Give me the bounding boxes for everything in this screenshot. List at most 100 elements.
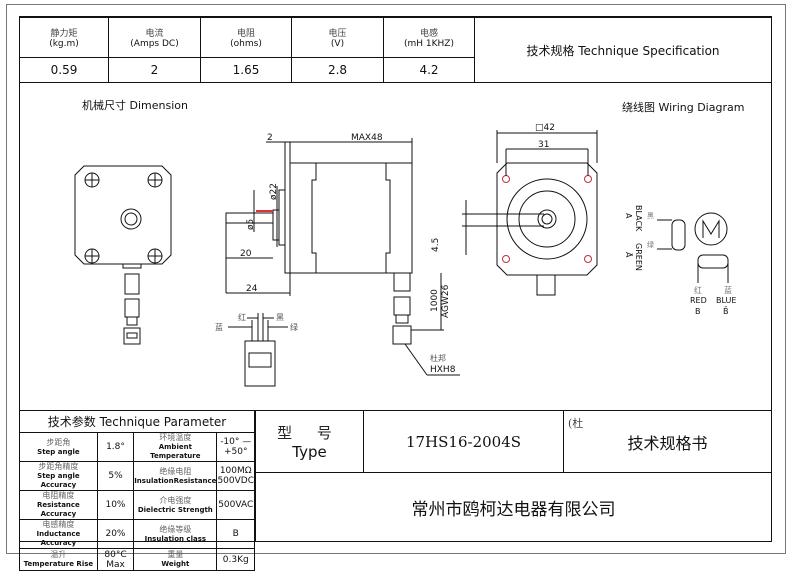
param-cn: 重量 (167, 550, 184, 559)
spec-value: 2.8 (291, 57, 384, 83)
spec-col-en: (mH 1KHZ) (404, 39, 454, 49)
param-cn: 绝缘电阻 (159, 466, 192, 476)
param-cn: 温升 (50, 550, 67, 559)
spec-col-en: (ohms) (230, 39, 262, 49)
wire-red-sym: B (695, 307, 701, 316)
wire-red-en: RED (690, 296, 707, 305)
dim-cable-gauge: AGW26 (441, 284, 451, 318)
wire-green-sym: Ā (624, 252, 634, 258)
param-value: B (216, 519, 255, 549)
doc-title: 技术规格书 (627, 433, 708, 453)
spec-col-cn: 电压 (328, 29, 347, 39)
dim-shaft-dia: ø5 (246, 219, 256, 230)
wiring-diagram (657, 212, 729, 283)
spec-value: 4.2 (383, 57, 475, 83)
drawing-canvas: MAX48 2 20 24 □42 31 4.5 1000 AGW26 ø5 ø… (74, 123, 736, 387)
wire-blue-label: 蓝 (215, 322, 223, 332)
spec-col-cn: 电感 (419, 29, 438, 39)
param-value: -10° — +50° (216, 432, 255, 462)
spec-value: 0.59 (19, 57, 109, 83)
param-en: Resistance Accuracy (36, 501, 80, 518)
outer-frame (6, 4, 786, 554)
front-view (74, 165, 172, 345)
param-cn: 步距角精度 (38, 462, 79, 471)
wire-black-sym: A (624, 213, 633, 219)
dim-shaft-len: 20 (240, 249, 252, 259)
wiring-title: 绕线图 Wiring Diagram (622, 101, 745, 114)
spec-col-en: (kg.m) (49, 39, 79, 49)
wire-blue-sym: B̄ (723, 306, 729, 316)
dim-max48: MAX48 (351, 133, 383, 143)
spec-col-current: 电流 (Amps DC) (108, 17, 201, 58)
param-value: 100MΩ 500VDC (216, 461, 255, 491)
param-en: Temperature Rise (23, 560, 94, 568)
connector-label: HXH8 (430, 365, 456, 375)
wire-red-label: 红 (238, 312, 246, 322)
title-block: 型 号 Type 17HS16-2004S (杜 技术规格书 常州市鸥柯达电器有… (255, 410, 772, 542)
param-cn: 电感精度 (42, 520, 75, 529)
spec-col-torque: 静力矩 (kg.m) (19, 17, 109, 58)
inner-frame (19, 16, 772, 542)
param-en: Dielectric Strength (137, 505, 213, 514)
dim-square: □42 (535, 123, 555, 133)
param-cn: 绝缘等级 (159, 524, 192, 534)
wire-black-en: BLACK (634, 205, 643, 232)
wire-black-cn: 黑 (647, 212, 654, 220)
parameter-title: 技术参数 Technique Parameter (19, 410, 255, 433)
wire-blue-en: BLUE (716, 296, 736, 305)
rear-view (462, 130, 598, 296)
spec-col-cn: 静力矩 (50, 29, 78, 39)
wire-blue-cn: 蓝 (724, 285, 732, 295)
spec-value: 2 (108, 57, 201, 83)
spec-col-cn: 电流 (145, 29, 164, 39)
connector-view (228, 313, 288, 387)
spec-title: 技术规格 Technique Specification (474, 17, 772, 83)
side-view (225, 138, 460, 376)
param-en: Step angle Accuracy (37, 472, 80, 489)
spec-col-cn: 电阻 (236, 29, 255, 39)
param-en: Ambient Temperature (150, 443, 201, 460)
param-en: Weight (161, 560, 190, 568)
param-cn: 介电强度 (159, 495, 192, 505)
spec-col-en: (Amps DC) (130, 39, 179, 49)
dim-boss-dia: ø22 (269, 183, 279, 200)
spec-col-inductance: 电感 (mH 1KHZ) (383, 17, 475, 58)
type-label-cell: 型 号 Type (255, 410, 364, 473)
wire-red-cn: 红 (694, 285, 702, 295)
spec-col-en: (V) (330, 39, 345, 49)
param-cn: 步距角 (46, 437, 71, 447)
wire-green-en: GREEN (634, 243, 643, 271)
param-value: 0.3Kg (216, 548, 255, 571)
param-value: 20% (96, 519, 135, 549)
type-en: Type (292, 443, 327, 461)
company-name: 常州市鸥柯达电器有限公司 (255, 472, 772, 542)
dimension-title: 机械尺寸 Dimension (82, 99, 188, 112)
spec-header-table: 静力矩 (kg.m) 电流 (Amps DC) 电阻 (ohms) 电压 (V)… (19, 17, 772, 83)
param-en: InsulationResistance (134, 476, 217, 485)
param-value: 5% (96, 461, 135, 491)
wire-green-label: 绿 (290, 323, 298, 332)
param-value: 80°C Max (96, 548, 135, 571)
param-value: 10% (96, 490, 135, 520)
param-cn: 环境温度 (159, 433, 192, 442)
dim-flange: 2 (267, 133, 273, 143)
dim-hole-pitch: 31 (538, 140, 549, 150)
param-cn: 电阻精度 (42, 491, 75, 500)
wire-green-cn: 绿 (647, 240, 654, 249)
doc-title-cell: (杜 技术规格书 (563, 410, 772, 473)
type-cn: 型 号 (277, 424, 342, 442)
model-number: 17HS16-2004S (363, 410, 564, 473)
stray-text: (杜 (568, 417, 584, 430)
param-value: 1.8° (96, 432, 135, 462)
param-en: Insulation class (144, 534, 207, 543)
dim-total-shaft: 24 (246, 284, 258, 294)
wire-black-label: 黑 (276, 313, 284, 322)
dim-cable-len: 1000 (430, 289, 440, 312)
connector-cn: 杜邦 (430, 353, 446, 363)
